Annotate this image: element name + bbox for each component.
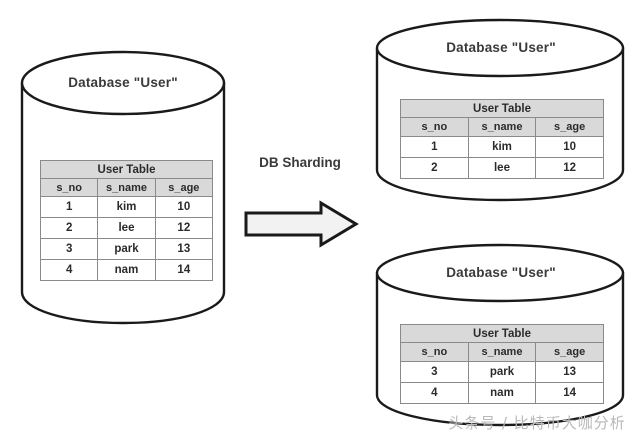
db-sharding-label: DB Sharding bbox=[259, 155, 341, 170]
cell-s-name: kim bbox=[467, 136, 537, 158]
cell-s-age: 14 bbox=[154, 259, 214, 281]
cell-s-name: park bbox=[467, 361, 537, 383]
cell-s-name: lee bbox=[467, 157, 537, 179]
table-title: User Table bbox=[400, 324, 604, 343]
watermark-text: 头条号 / 比特币大咖分析 bbox=[448, 414, 626, 432]
column-header-s-name: s_name bbox=[97, 178, 156, 197]
shard-1-title: Database "User" bbox=[446, 40, 556, 55]
table-row: 3 park 13 bbox=[39, 238, 214, 260]
cell-s-no: 3 bbox=[39, 238, 99, 260]
cell-s-no: 1 bbox=[39, 196, 99, 218]
column-header-s-age: s_age bbox=[535, 342, 604, 362]
cell-s-age: 12 bbox=[535, 157, 604, 179]
table-header-row: s_no s_name s_age bbox=[400, 117, 604, 137]
column-header-s-no: s_no bbox=[39, 178, 99, 197]
column-header-s-name: s_name bbox=[467, 342, 537, 362]
source-user-table: User Table s_no s_name s_age 1 kim 10 2 … bbox=[39, 160, 214, 281]
table-title-row: User Table bbox=[400, 324, 604, 343]
table-header-row: s_no s_name s_age bbox=[400, 342, 604, 362]
cell-s-age: 13 bbox=[154, 238, 214, 260]
table-row: 4 nam 14 bbox=[400, 382, 604, 404]
table-row: 2 lee 12 bbox=[39, 217, 214, 239]
table-row: 4 nam 14 bbox=[39, 259, 214, 281]
table-title-row: User Table bbox=[40, 160, 213, 179]
cell-s-name: kim bbox=[97, 196, 156, 218]
column-header-s-age: s_age bbox=[154, 178, 214, 197]
table-row: 1 kim 10 bbox=[39, 196, 214, 218]
cell-s-age: 12 bbox=[154, 217, 214, 239]
column-header-s-name: s_name bbox=[467, 117, 537, 137]
table-title: User Table bbox=[40, 160, 213, 179]
shard-2-title: Database "User" bbox=[446, 265, 556, 280]
cell-s-no: 4 bbox=[39, 259, 99, 281]
cell-s-name: nam bbox=[97, 259, 156, 281]
shard-1-user-table: User Table s_no s_name s_age 1 kim 10 2 … bbox=[400, 99, 604, 179]
cell-s-no: 2 bbox=[400, 157, 469, 179]
table-title-row: User Table bbox=[400, 99, 604, 118]
cell-s-age: 13 bbox=[535, 361, 604, 383]
cell-s-age: 14 bbox=[535, 382, 604, 404]
right-arrow-icon bbox=[243, 200, 359, 248]
cell-s-name: lee bbox=[97, 217, 156, 239]
table-title: User Table bbox=[400, 99, 604, 118]
source-database-title: Database "User" bbox=[68, 75, 178, 90]
table-row: 1 kim 10 bbox=[400, 136, 604, 158]
cell-s-age: 10 bbox=[535, 136, 604, 158]
cell-s-name: park bbox=[97, 238, 156, 260]
table-row: 3 park 13 bbox=[400, 361, 604, 383]
shard-2-user-table: User Table s_no s_name s_age 3 park 13 4… bbox=[400, 324, 604, 404]
column-header-s-age: s_age bbox=[535, 117, 604, 137]
cell-s-age: 10 bbox=[154, 196, 214, 218]
cell-s-name: nam bbox=[467, 382, 537, 404]
column-header-s-no: s_no bbox=[400, 117, 469, 137]
cell-s-no: 4 bbox=[400, 382, 469, 404]
column-header-s-no: s_no bbox=[400, 342, 469, 362]
cell-s-no: 2 bbox=[39, 217, 99, 239]
cell-s-no: 3 bbox=[400, 361, 469, 383]
table-header-row: s_no s_name s_age bbox=[39, 178, 214, 197]
table-row: 2 lee 12 bbox=[400, 157, 604, 179]
cell-s-no: 1 bbox=[400, 136, 469, 158]
